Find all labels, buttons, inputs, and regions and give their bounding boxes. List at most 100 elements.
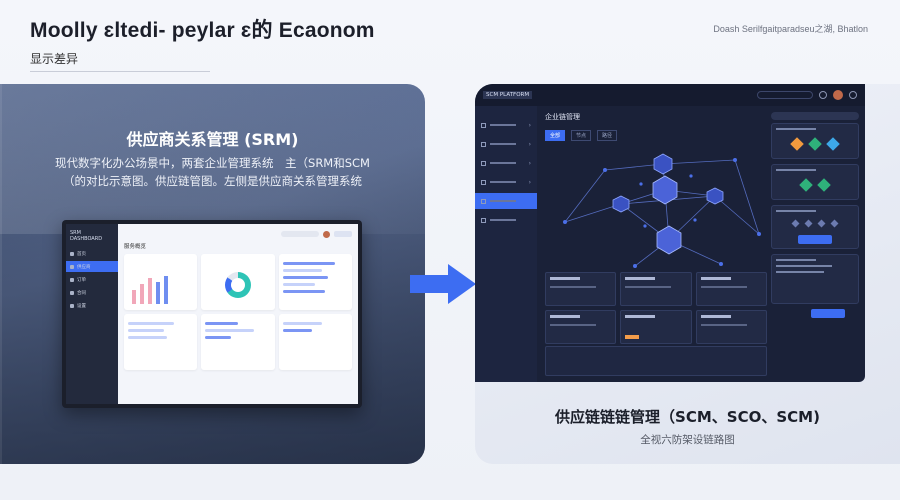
donut-chart (224, 272, 251, 298)
nav-icon (70, 264, 74, 269)
srm-main: 服务概览 (118, 224, 358, 404)
detail-card[interactable] (278, 314, 352, 370)
srm-nav-item[interactable]: 首页 (66, 248, 118, 259)
scm-heading: 供应链链链管理（SCM、SCO、SCM) (555, 408, 820, 426)
scm-kpi-grid (545, 272, 767, 344)
srm-topbar (124, 229, 352, 239)
scm-nav-item[interactable]: › (475, 117, 537, 133)
chevron-right-icon: › (528, 140, 531, 148)
bar-chart-card[interactable] (124, 254, 198, 310)
srm-card-grid (124, 254, 352, 370)
scm-nav-item-active[interactable] (475, 193, 537, 209)
scm-nav-item[interactable]: › (475, 174, 537, 190)
help-icon[interactable] (819, 91, 827, 99)
scm-info-card[interactable] (771, 254, 859, 304)
scm-search-input[interactable] (757, 91, 813, 99)
scm-topbar: SCM PLATFORM (475, 84, 865, 106)
scm-sidebar: › › › › (475, 106, 537, 382)
scm-filter-pill[interactable] (771, 112, 859, 120)
bar (132, 290, 136, 304)
srm-search-input[interactable] (281, 231, 319, 237)
progress-bar (282, 262, 335, 265)
nav-icon (481, 160, 486, 166)
srm-nav-label: 设置 (77, 303, 86, 309)
bar (148, 278, 152, 304)
srm-description: 现代数字化办公场景中，两套企业管理系统 主（SRM和SCM （的对比示意图。供应… (0, 154, 425, 190)
donut-chart-card[interactable] (201, 254, 275, 310)
kpi-card[interactable] (695, 272, 767, 306)
detail-line (282, 322, 322, 325)
srm-nav-item[interactable]: 订单 (66, 274, 118, 285)
cube-icon (791, 219, 800, 228)
cube-icon (808, 137, 822, 151)
kpi-card[interactable] (545, 310, 617, 344)
kpi-card[interactable] (620, 272, 692, 306)
scm-nav-item[interactable]: › (475, 155, 537, 171)
scm-panel: SCM PLATFORM › › › › 企业链管理 全部 节点 路径 (475, 84, 900, 464)
cube-icon (799, 178, 813, 192)
progress-card[interactable] (278, 254, 352, 310)
srm-nav-item[interactable]: 合同 (66, 287, 118, 298)
srm-nav-item-active[interactable]: 供应商 (66, 261, 118, 272)
bar (164, 276, 168, 304)
nav-icon (70, 277, 74, 282)
chevron-right-icon: › (528, 178, 531, 186)
progress-bar (282, 269, 322, 272)
tab-nodes[interactable]: 节点 (571, 130, 592, 141)
srm-panel: 供应商关系管理 (SRM) 现代数字化办公场景中，两套企业管理系统 主（SRM和… (0, 84, 425, 464)
srm-heading: 供应商关系管理 (SRM) (126, 130, 299, 149)
srm-nav-item[interactable]: 设置 (66, 300, 118, 311)
scm-caption: 全视六防架设链路图 (640, 434, 735, 446)
tab-all[interactable]: 全部 (545, 130, 566, 141)
srm-action-button[interactable] (334, 231, 352, 237)
bar-chart (132, 276, 168, 304)
page-header: Moolly ɛltedi- peylar ɛ的 Ecaonom 显示差异 (30, 14, 375, 72)
srm-nav-label: 合同 (77, 290, 86, 296)
tab-paths[interactable]: 路径 (597, 130, 618, 141)
avatar[interactable] (323, 230, 330, 238)
status-badge (625, 335, 640, 339)
srm-nav-label: 供应商 (77, 264, 91, 270)
scm-confirm-button[interactable] (798, 235, 832, 244)
table-card[interactable] (124, 314, 198, 370)
nav-icon (481, 122, 486, 128)
kpi-card[interactable] (545, 272, 617, 306)
srm-nav-label: 首页 (77, 251, 86, 257)
list-line (205, 329, 255, 332)
kpi-card[interactable] (695, 310, 767, 344)
scm-nav-item[interactable] (475, 212, 537, 228)
scm-action-card[interactable] (771, 205, 859, 249)
srm-nav-label: 订单 (77, 277, 86, 283)
scm-page-title: 企业链管理 (545, 113, 580, 121)
table-line (128, 322, 174, 325)
cube-icon (790, 137, 804, 151)
table-line (128, 329, 164, 332)
scm-dashboard: SCM PLATFORM › › › › 企业链管理 全部 节点 路径 (475, 84, 865, 382)
srm-description-line-2: （的对比示意图。供应链管图。左侧是供应商关系管理系统 (63, 174, 362, 188)
nav-icon (70, 303, 74, 308)
detail-line (282, 329, 313, 332)
scm-submit-button[interactable] (811, 309, 845, 318)
cube-icon (817, 219, 826, 228)
scm-timeline-table[interactable] (545, 346, 767, 376)
srm-sidebar: SRM DASHBOARD 首页 供应商 订单 合同 设置 (66, 224, 118, 404)
nav-icon (481, 141, 486, 147)
cube-icon (826, 137, 840, 151)
scm-brand: SCM PLATFORM (483, 91, 533, 99)
menu-icon[interactable] (849, 91, 857, 99)
srm-screen: SRM DASHBOARD 首页 供应商 订单 合同 设置 服务概览 (66, 224, 358, 404)
scm-tabs: 全部 节点 路径 (545, 130, 767, 141)
srm-page-title: 服务概览 (124, 244, 147, 250)
scm-green-cube-card[interactable] (771, 164, 859, 200)
scm-nav-item[interactable]: › (475, 136, 537, 152)
srm-description-line-1: 现代数字化办公场景中，两套企业管理系统 主（SRM和SCM (55, 156, 370, 170)
cube-icon (830, 219, 839, 228)
nav-icon (481, 179, 486, 185)
top-right-note: Doash Serilfgaitparadseu之湖, Bhatlon (713, 24, 868, 34)
list-line (205, 336, 232, 339)
supply-chain-network (563, 153, 761, 268)
scm-cube-card[interactable] (771, 123, 859, 159)
kpi-card[interactable] (620, 310, 692, 344)
avatar[interactable] (833, 90, 843, 100)
list-card[interactable] (201, 314, 275, 370)
